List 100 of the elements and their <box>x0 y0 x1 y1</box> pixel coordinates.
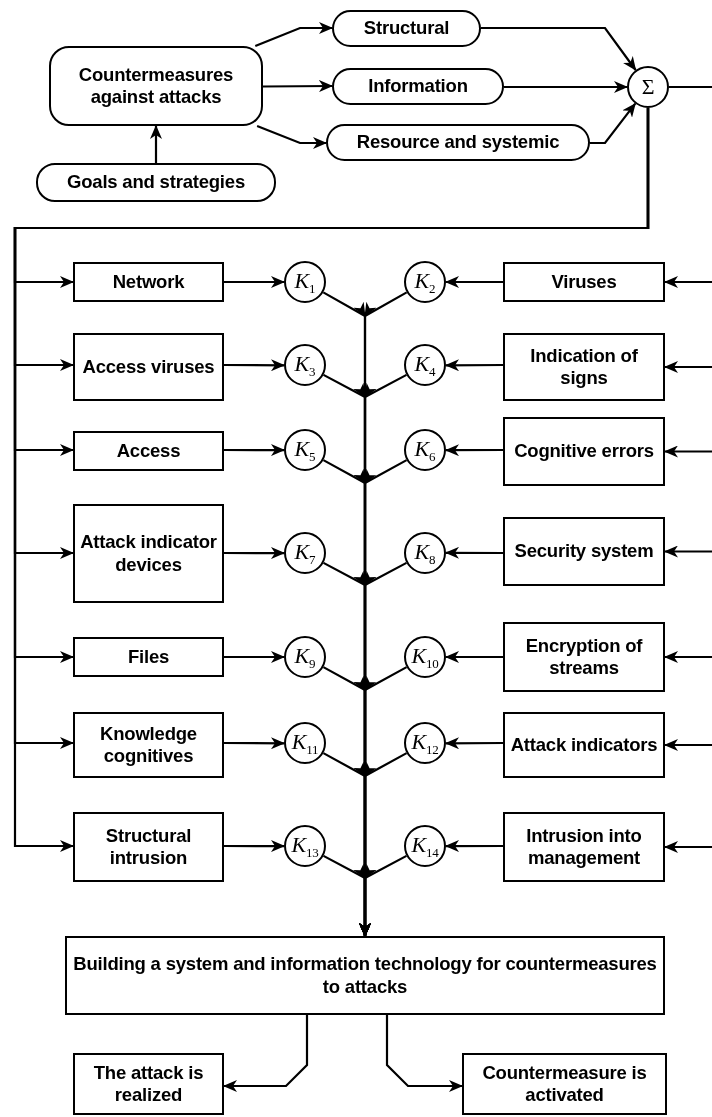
symbol-label: K$_{12}$ <box>411 728 439 758</box>
box-label: Encryption of streams <box>524 634 644 680</box>
rounded-box <box>36 163 276 202</box>
arrow <box>263 80 333 93</box>
arrow <box>445 276 503 288</box>
box-label: Network <box>112 270 185 294</box>
box-label: Access viruses <box>82 355 215 379</box>
symbol-label: K$_{5}$ <box>294 435 316 465</box>
box-label: Information <box>368 75 468 98</box>
box-label: Countermeasure is activated <box>481 1061 648 1107</box>
arrow <box>150 125 162 163</box>
box-label: Files <box>127 645 170 669</box>
box-label: Viruses <box>551 270 617 294</box>
arrow <box>445 840 503 853</box>
arrow <box>254 22 333 48</box>
process-box <box>503 712 665 778</box>
arrow <box>256 124 327 149</box>
box-label: Building a system and information technology for countermeasures to attacks <box>72 953 658 998</box>
box-label: Indication of signs <box>529 344 639 390</box>
arrow <box>590 102 637 145</box>
symbol-label: K$_{13}$ <box>291 831 319 861</box>
process-box <box>503 333 665 401</box>
arrow <box>504 81 628 93</box>
process-box <box>503 622 665 692</box>
process-box <box>73 812 224 882</box>
box-label: Structural intrusion <box>104 824 193 870</box>
arrow <box>445 737 503 750</box>
coefficient-circle <box>284 261 326 303</box>
box-label: Countermeasures against attacks <box>77 63 235 109</box>
arrow <box>360 854 407 936</box>
box-label: Cognitive errors <box>514 440 654 463</box>
arrow <box>664 276 712 288</box>
arrow <box>664 739 712 751</box>
coefficient-circle <box>404 429 446 471</box>
process-box <box>73 504 224 603</box>
symbol-label: K$_{7}$ <box>294 538 316 568</box>
process-box <box>73 1053 224 1115</box>
symbol-label: K$_{9}$ <box>294 642 316 672</box>
rounded-box <box>49 46 263 126</box>
box-label: Security system <box>514 540 654 563</box>
box-label: Structural <box>363 17 450 40</box>
box-label: Knowledge cognitives <box>99 722 198 768</box>
process-box <box>73 333 224 401</box>
arrow <box>664 445 712 458</box>
symbol-label: K$_{6}$ <box>414 435 436 465</box>
arrow <box>224 651 285 663</box>
process-box <box>73 712 224 778</box>
coefficient-circle <box>284 825 326 867</box>
arrow <box>445 651 503 663</box>
box-label: The attack is realized <box>92 1061 205 1107</box>
box-label: Access <box>116 439 181 463</box>
arrow <box>224 547 285 560</box>
rounded-box <box>332 10 481 47</box>
arrow <box>664 545 712 558</box>
symbol-label: K$_{11}$ <box>291 728 319 758</box>
arrow <box>224 737 285 750</box>
arrow <box>664 361 712 373</box>
coefficient-circle <box>284 344 326 386</box>
rounded-box <box>332 68 504 105</box>
symbol-label: K$_{4}$ <box>414 350 436 380</box>
box-label: Goals and strategies <box>67 171 245 194</box>
coefficient-circle <box>284 636 326 678</box>
coefficient-circle <box>284 429 326 471</box>
coefficient-circle <box>404 722 446 764</box>
summation-circle <box>627 66 669 108</box>
process-box <box>503 812 665 882</box>
symbol-label: Σ <box>641 73 655 101</box>
arrow <box>481 26 637 71</box>
arrow <box>224 359 285 372</box>
process-box <box>503 517 665 586</box>
symbol-label: K$_{3}$ <box>294 350 316 380</box>
arrow <box>385 1015 463 1092</box>
symbol-label: K$_{1}$ <box>294 267 316 297</box>
arrow <box>445 546 503 559</box>
symbol-label: K$_{2}$ <box>414 267 436 297</box>
symbol-label: K$_{10}$ <box>411 642 439 672</box>
box-label: Attack indicator devices <box>79 531 218 576</box>
coefficient-circle <box>284 532 326 574</box>
box-label: Resource and systemic <box>356 131 560 154</box>
arrow <box>445 444 503 457</box>
process-box <box>503 417 665 486</box>
arrow <box>445 359 503 372</box>
arrow <box>664 651 712 663</box>
coefficient-circle <box>284 722 326 764</box>
coefficient-circle <box>404 261 446 303</box>
rounded-box <box>326 124 590 161</box>
coefficient-circle <box>404 344 446 386</box>
process-box <box>65 936 665 1015</box>
process-box <box>462 1053 667 1115</box>
coefficient-circle <box>404 532 446 574</box>
arrow <box>664 841 712 853</box>
process-box <box>73 431 224 471</box>
process-box <box>73 637 224 677</box>
arrow <box>223 1015 309 1092</box>
box-label: Intrusion into management <box>525 824 643 870</box>
arrow <box>224 444 285 457</box>
coefficient-circle <box>404 825 446 867</box>
coefficient-circle <box>404 636 446 678</box>
symbol-label: K$_{8}$ <box>414 538 436 568</box>
arrow <box>224 276 285 288</box>
